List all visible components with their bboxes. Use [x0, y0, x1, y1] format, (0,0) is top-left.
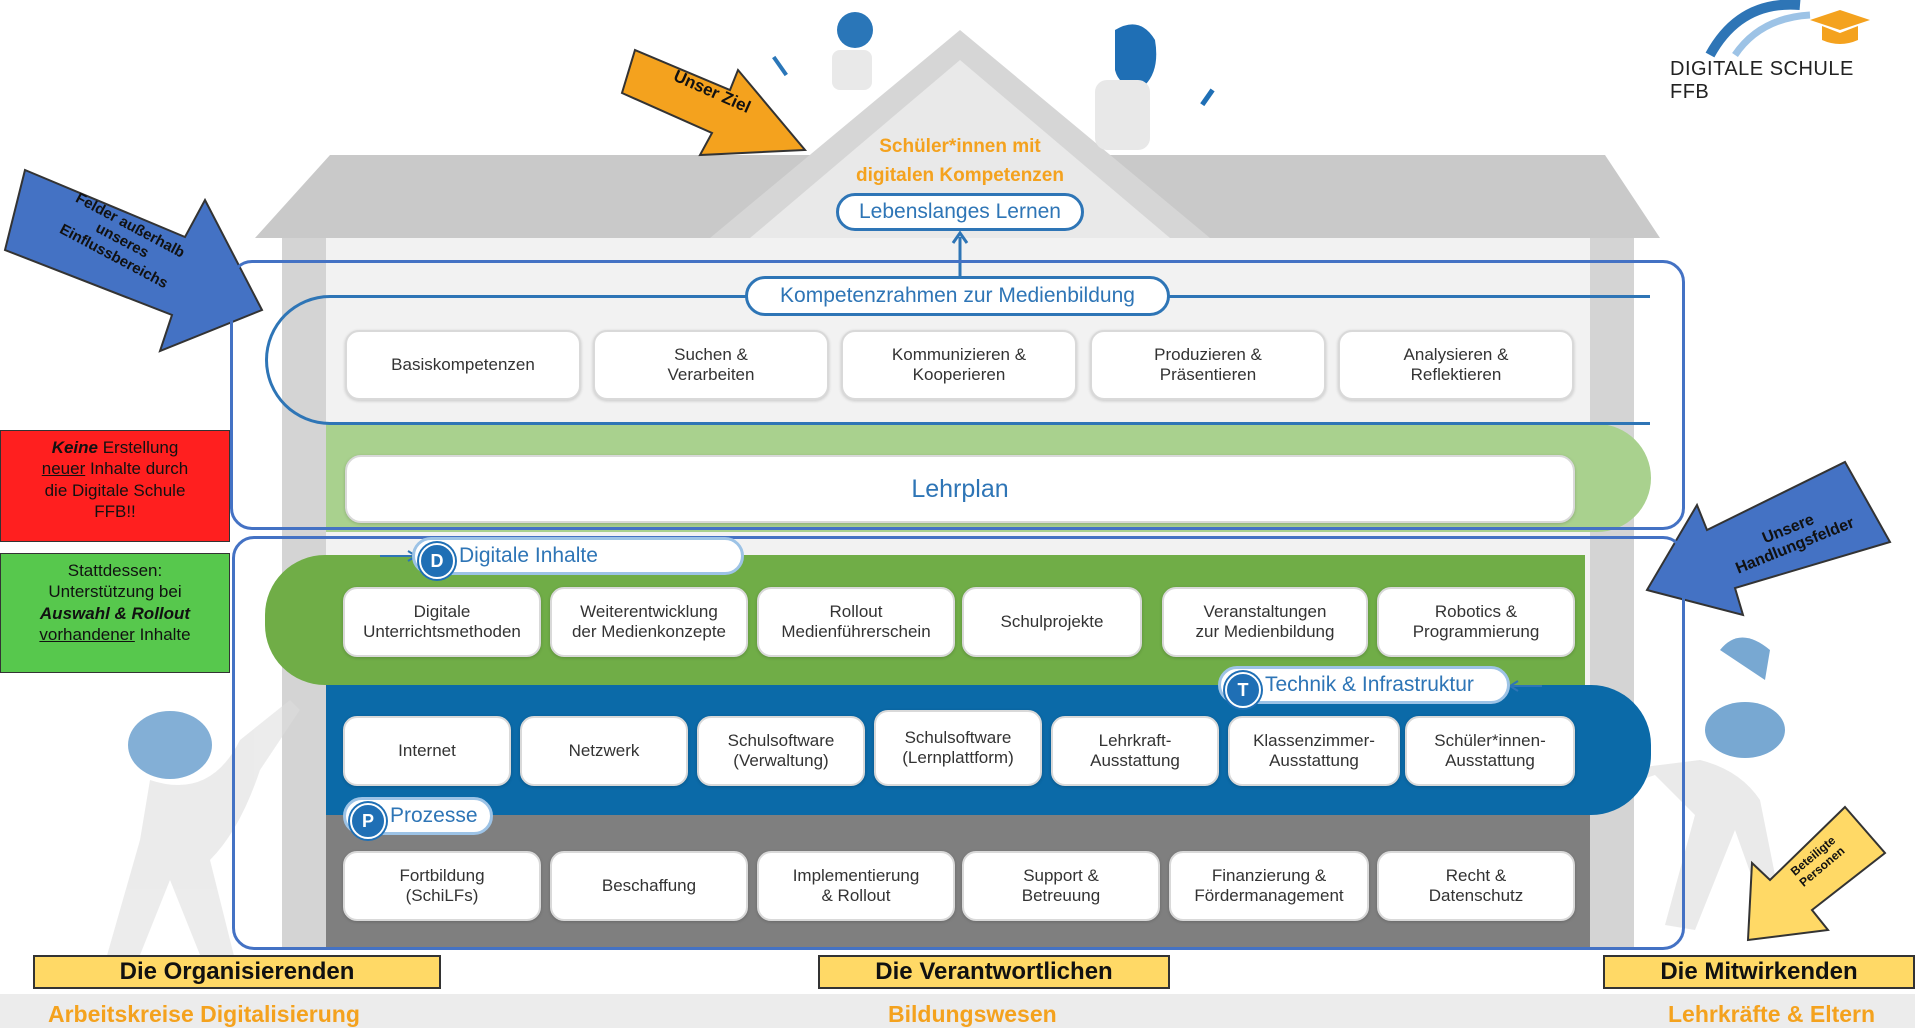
digital-content-title: Digitale Inhalte — [459, 544, 598, 567]
people-arrow-icon — [1746, 805, 1887, 942]
technology-item: Schulsoftware (Lernplattform) — [874, 710, 1042, 786]
digital-content-item: Schulprojekte — [962, 587, 1142, 657]
processes-badge: P — [350, 803, 386, 839]
technology-item: Schulsoftware (Verwaltung) — [697, 716, 865, 786]
processes-item: Implementierung & Rollout — [757, 851, 955, 921]
technology-item: Lehrkraft- Ausstattung — [1051, 716, 1219, 786]
logo-icon — [1705, 0, 1870, 58]
green-note-line2: Unterstützung bei — [48, 582, 182, 602]
technology-label: T Technik & Infrastruktur — [1218, 666, 1510, 708]
green-note-rest: Inhalte — [134, 624, 191, 644]
red-note-ul: neuer — [41, 459, 86, 479]
person-roof-left-icon — [772, 12, 873, 90]
logo-text: DIGITALE SCHULE FFB — [1670, 58, 1854, 103]
goal-arrow-icon — [620, 48, 808, 157]
processes-item: Support & Betreuung — [962, 851, 1160, 921]
technology-title: Technik & Infrastruktur — [1265, 673, 1474, 696]
technology-item: Internet — [343, 716, 511, 786]
digital-content-item: Veranstaltungen zur Medienbildung — [1162, 587, 1368, 657]
action-fields-frame — [232, 536, 1685, 950]
technology-item: Klassenzimmer- Ausstattung — [1228, 716, 1400, 786]
competence-item: Suchen & Verarbeiten — [593, 330, 829, 400]
organizers-box: Die Organisierenden — [33, 955, 441, 989]
curriculum-box: Lehrplan — [345, 455, 1575, 523]
competence-label: Kompetenzrahmen zur Medienbildung — [745, 276, 1170, 316]
red-note-line3: die Digitale Schule — [44, 480, 186, 500]
technology-item: Netzwerk — [520, 716, 688, 786]
digital-content-item: Weiterentwicklung der Medienkonzepte — [550, 587, 748, 657]
contributors-box: Die Mitwirkenden — [1603, 955, 1915, 989]
influence-frame — [230, 260, 1685, 530]
digital-content-label: D Digitale Inhalte — [412, 537, 744, 579]
processes-item: Finanzierung & Fördermanagement — [1169, 851, 1369, 921]
processes-label: P Prozesse — [343, 797, 493, 839]
responsible-box: Die Verantwortlichen — [818, 955, 1170, 989]
goal-title: Schüler*innen mit digitalen Kompetenzen — [856, 136, 1064, 186]
processes-item: Fortbildung (SchiLFs) — [343, 851, 541, 921]
action-fields-arrow-icon — [1645, 460, 1892, 617]
digital-content-item: Digitale Unterrichtsmethoden — [343, 587, 541, 657]
processes-item: Beschaffung — [550, 851, 748, 921]
technology-badge: T — [1225, 672, 1261, 708]
person-left-pushing-icon — [100, 700, 300, 980]
green-note-line1: Stattdessen: — [67, 561, 163, 580]
ground — [0, 994, 1915, 1028]
red-note-em: Keine — [51, 438, 98, 457]
digital-content-item: Rollout Medienführerschein — [757, 587, 955, 657]
competence-item: Analysieren & Reflektieren — [1338, 330, 1574, 400]
competence-item: Kommunizieren & Kooperieren — [841, 330, 1077, 400]
up-arrow-icon — [951, 231, 969, 277]
technology-arrow-icon — [1508, 680, 1542, 692]
digital-content-badge: D — [419, 543, 455, 579]
outside-influence-arrow-icon — [3, 168, 264, 353]
responsible-group: Bildungswesen — [888, 1001, 1057, 1027]
lifelong-learning-label: Lebenslanges Lernen — [836, 193, 1084, 231]
person-roof-right-icon — [1095, 24, 1215, 150]
red-note-rest: Erstellung — [97, 438, 179, 457]
green-note-ul: vorhandener — [39, 624, 135, 644]
contributors-group: Lehrkräfte & Eltern — [1668, 1001, 1876, 1027]
green-note: Stattdessen: Unterstützung bei Auswahl &… — [0, 553, 230, 673]
red-note-rest2: Inhalte durch — [85, 459, 189, 479]
digital-content-item: Robotics & Programmierung — [1377, 587, 1575, 657]
green-note-line3: Auswahl & Rollout — [39, 603, 191, 623]
person-right-pushing-icon — [1620, 637, 1785, 930]
technology-item: Schüler*innen- Ausstattung — [1405, 716, 1575, 786]
competence-item: Basiskompetenzen — [345, 330, 581, 400]
processes-title: Prozesse — [390, 804, 478, 827]
competence-item: Produzieren & Präsentieren — [1090, 330, 1326, 400]
red-note-line4: FFB!! — [94, 501, 136, 521]
red-note: Keine Erstellung neuer Inhalte durch die… — [0, 430, 230, 542]
processes-item: Recht & Datenschutz — [1377, 851, 1575, 921]
organizers-group: Arbeitskreise Digitalisierung — [48, 1001, 360, 1027]
